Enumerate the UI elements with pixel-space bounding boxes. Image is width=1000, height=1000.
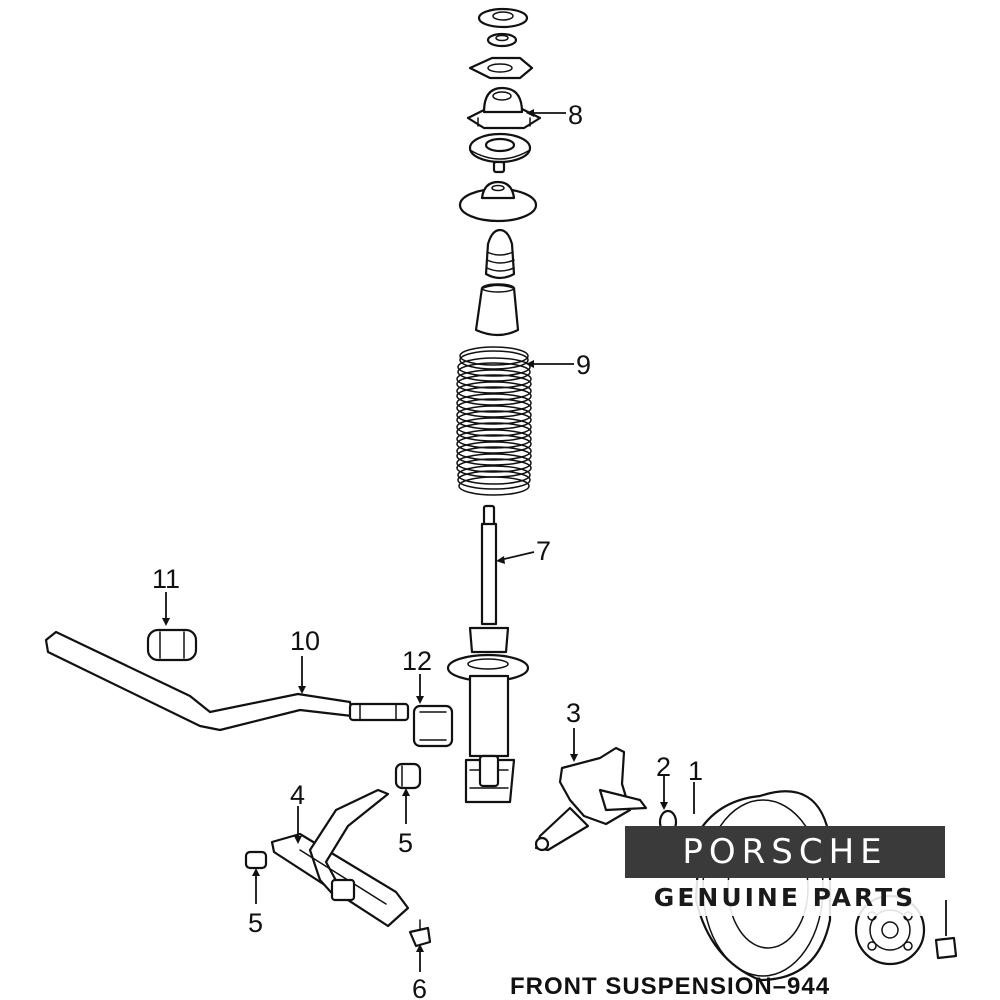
bushing-11	[146, 628, 198, 662]
callout-10: 10	[290, 626, 320, 656]
callout-3: 3	[566, 698, 581, 728]
callout-7: 7	[536, 536, 551, 566]
callout-4: 4	[290, 780, 305, 810]
control-arm	[244, 788, 410, 928]
callout-12: 12	[402, 646, 432, 676]
strut-mount-stack	[458, 7, 542, 337]
callout-1: 1	[688, 756, 703, 786]
leader-lines	[162, 109, 947, 972]
callout-labels: 1 2 3 4 5 5 6 7 8 9 10 11 12	[152, 100, 703, 1000]
steering-knuckle	[534, 746, 648, 852]
stabilizer-bar	[44, 630, 410, 732]
bushing-5-upper	[394, 762, 422, 790]
porsche-brand-text: PORSCHE	[682, 832, 888, 872]
ball-joint	[408, 919, 432, 948]
shock-strut	[446, 504, 530, 804]
diagram-caption: FRONT SUSPENSION–944	[510, 973, 830, 1000]
callout-5-lower: 5	[248, 908, 263, 938]
coil-spring	[456, 346, 532, 496]
callout-9: 9	[576, 350, 591, 380]
callout-2: 2	[656, 752, 671, 782]
porsche-logo-box	[625, 826, 945, 878]
callout-6: 6	[412, 974, 427, 1000]
bushing-12	[412, 704, 454, 748]
genuine-parts-text: GENUINE PARTS	[625, 880, 945, 916]
callout-11: 11	[152, 564, 180, 594]
callout-8: 8	[568, 100, 583, 130]
callout-5-upper: 5	[398, 828, 413, 858]
